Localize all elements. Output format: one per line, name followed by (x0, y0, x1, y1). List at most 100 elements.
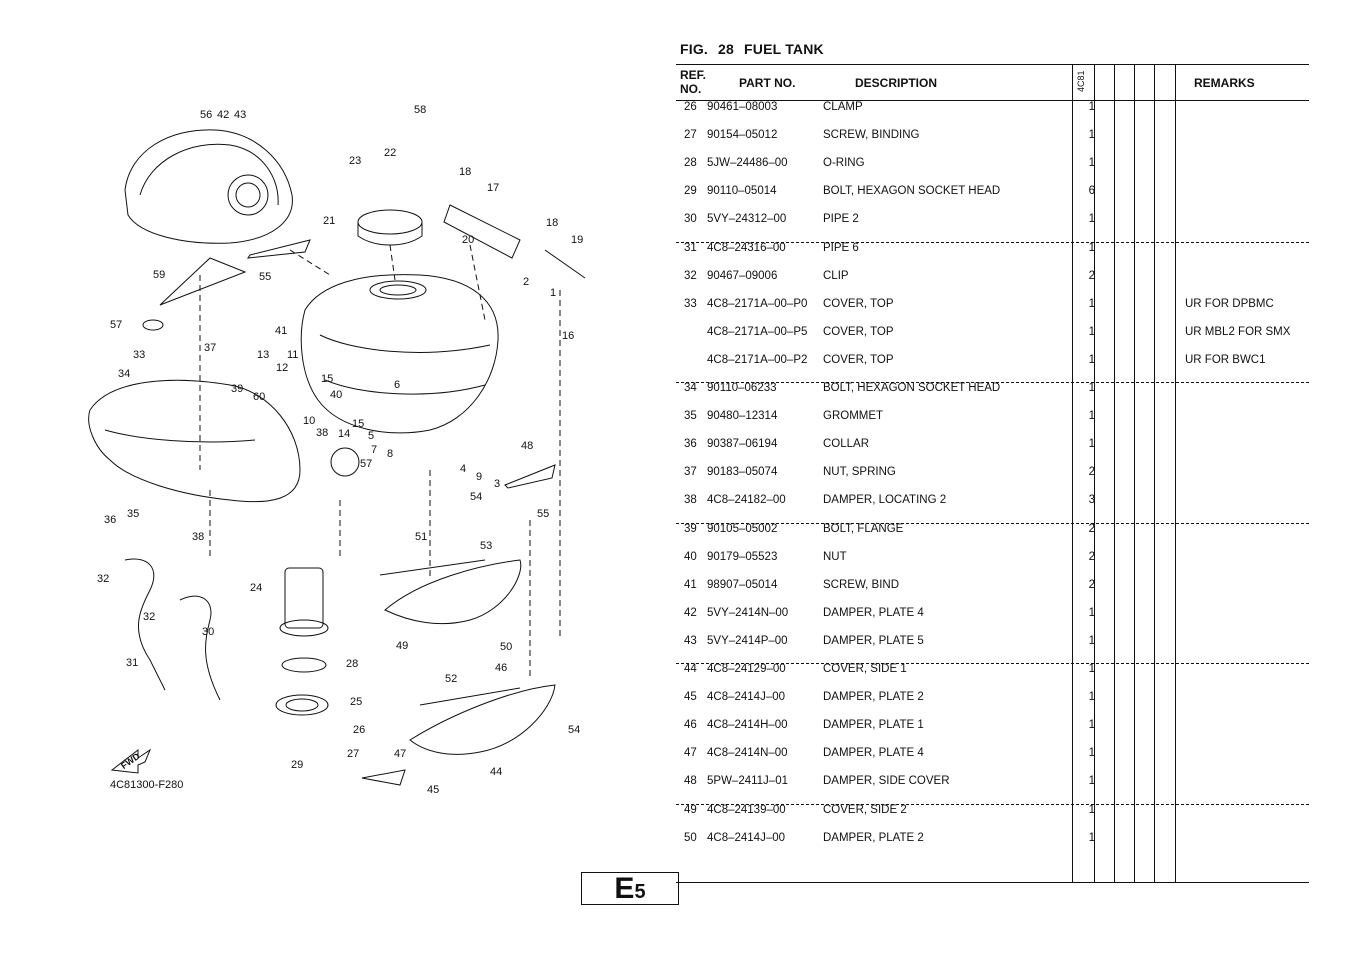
row-description: COVER, TOP (823, 297, 894, 310)
row-remarks: UR FOR DPBMC (1185, 297, 1274, 310)
row-ref: 27 (684, 129, 697, 142)
callout: 18 (459, 166, 471, 178)
row-part-number: 90461–08003 (707, 101, 778, 113)
callout: 22 (384, 147, 396, 159)
callout: 41 (275, 325, 287, 337)
table-top-rule (676, 64, 1309, 65)
row-quantity: 1 (1088, 325, 1095, 338)
row-remarks: UR MBL2 FOR SMX (1185, 325, 1291, 338)
table-bottom-rule (676, 882, 1309, 883)
row-quantity: 1 (1088, 803, 1095, 816)
row-description: CLAMP (823, 101, 863, 113)
callout: 15 (321, 373, 333, 385)
row-quantity: 1 (1088, 719, 1095, 732)
row-quantity: 1 (1088, 382, 1095, 394)
row-ref: 42 (684, 606, 697, 619)
row-ref: 44 (684, 663, 697, 675)
column-divider (1134, 64, 1135, 883)
column-divider (1094, 64, 1095, 883)
row-part-number: 4C8–24182–00 (707, 494, 786, 507)
row-quantity: 1 (1088, 241, 1095, 254)
diagram-code: 4C81300-F280 (110, 779, 183, 791)
row-quantity: 1 (1088, 129, 1095, 142)
row-ref: 45 (684, 691, 697, 704)
row-ref: 34 (684, 382, 697, 394)
row-ref: 40 (684, 550, 697, 563)
callout: 16 (562, 330, 574, 342)
callout-labels: 56 42 43 58 22 23 18 17 21 20 18 19 59 5… (97, 104, 583, 796)
section-letter: E (614, 872, 635, 905)
callout: 5 (368, 430, 374, 442)
row-part-number: 5VY–2414N–00 (707, 606, 789, 619)
figure-name: FUEL TANK (744, 41, 824, 57)
row-quantity: 1 (1088, 691, 1095, 704)
callout: 37 (204, 342, 216, 354)
row-part-number: 5VY–24312–00 (707, 213, 787, 226)
callout: 47 (394, 748, 406, 760)
row-description: COVER, TOP (823, 325, 894, 338)
row-part-number: 90387–06194 (707, 438, 778, 451)
header-description: DESCRIPTION (855, 76, 938, 90)
callout: 58 (414, 104, 426, 116)
group-separator (676, 241, 1309, 243)
callout: 10 (303, 415, 315, 427)
group-separator (676, 382, 1309, 383)
row-part-number: 4C8–2414J–00 (707, 831, 786, 844)
figure-label: FIG. (680, 41, 709, 57)
row-ref: 32 (684, 269, 697, 282)
row-description: BOLT, HEXAGON SOCKET HEAD (823, 382, 1001, 394)
header-ref-line2: NO. (680, 82, 702, 96)
callout: 55 (259, 271, 271, 283)
callout: 14 (338, 428, 350, 440)
callout: 45 (427, 784, 439, 796)
row-quantity: 1 (1088, 213, 1095, 226)
callout: 32 (143, 611, 155, 623)
top-cover-shape (124, 129, 293, 244)
callout: 33 (133, 349, 145, 361)
column-divider (1072, 64, 1073, 883)
header-ref-line1: REF. (680, 68, 707, 82)
row-part-number: 4C8–24316–00 (707, 241, 786, 254)
fwd-label: FWD (119, 751, 142, 771)
row-ref: 26 (684, 101, 697, 113)
callout: 43 (234, 109, 246, 121)
callout: 54 (568, 724, 580, 736)
row-description: PIPE 6 (823, 241, 859, 254)
callout: 38 (192, 531, 204, 543)
callout: 20 (462, 234, 474, 246)
callout: 35 (127, 508, 139, 520)
row-quantity: 1 (1088, 775, 1095, 788)
row-part-number: 4C8–2171A–00–P0 (707, 297, 808, 310)
callout: 53 (480, 540, 492, 552)
callout: 48 (521, 440, 533, 452)
row-ref: 31 (684, 241, 697, 254)
callout: 38 (316, 427, 328, 439)
row-description: DAMPER, PLATE 2 (823, 691, 924, 704)
row-quantity: 2 (1088, 550, 1095, 563)
row-description: GROMMET (823, 410, 884, 423)
row-description: DAMPER, PLATE 4 (823, 747, 924, 760)
row-remarks: UR FOR BWC1 (1185, 353, 1266, 366)
row-description: DAMPER, LOCATING 2 (823, 494, 947, 507)
callout: 44 (490, 766, 502, 778)
callout: 54 (470, 491, 482, 503)
row-part-number: 90179–05523 (707, 550, 778, 563)
callout: 6 (394, 379, 400, 391)
callout: 30 (202, 626, 214, 638)
row-description: DAMPER, PLATE 4 (823, 606, 924, 619)
callout: 40 (330, 389, 342, 401)
